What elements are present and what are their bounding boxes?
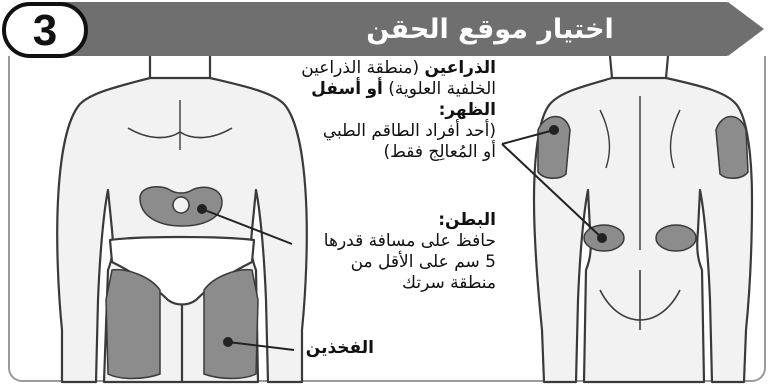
thighs-label: الفخذين [294,338,374,359]
arms-heading: الذراعين [425,58,497,78]
navel-exclusion [173,197,189,213]
abdomen-heading: البطن: [438,210,496,230]
abdomen-label: البطن: حافظ على مسافة قدرها 5 سم على الأ… [296,210,496,294]
arms-back-label: الذراعين (منطقة الذراعين الخلفية العلوية… [276,58,496,163]
right-lower-back-site [656,225,696,251]
arms-line2: الخلفية العلوية) [388,79,496,99]
arms-note-line1: (أحد أفراد الطاقم الطبي [276,121,496,142]
back-body-figure [534,56,752,382]
thighs-heading: الفخذين [306,338,374,358]
or-connector: أو [366,79,382,99]
arms-note-line2: أو المُعالِج فقط) [276,142,496,163]
right-upper-arm-site [716,117,748,179]
abdomen-line3: منطقة سرتك [296,273,496,294]
lower-heading: أسفل [311,79,361,99]
abdomen-line1: حافظ على مسافة قدرها [296,231,496,252]
left-thigh-site [204,270,258,379]
arms-line1: (منطقة الذراعين [301,58,419,78]
back-heading: الظهر: [439,100,496,120]
right-thigh-site [106,270,160,379]
abdomen-line2: 5 سم على الأقل من [296,252,496,273]
